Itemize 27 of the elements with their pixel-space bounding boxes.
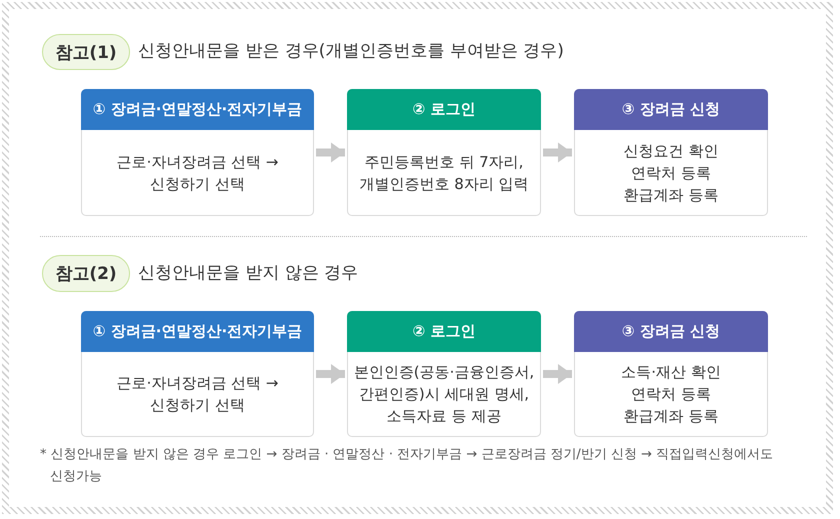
step-card [574, 311, 768, 437]
arrow [543, 364, 572, 384]
step-header: ② 로그인 [347, 89, 541, 130]
arrow [543, 142, 572, 162]
step-header: ① 장려금·연말정산·전자기부금 [81, 311, 314, 352]
step-description: 신청요건 확인 연락처 등록 환급계좌 등록 [622, 140, 720, 206]
arrow [316, 364, 345, 384]
step-description: 소득·재산 확인 연락처 등록 환급계좌 등록 [620, 362, 722, 427]
arrow [316, 142, 345, 162]
tag-pill: 참고(2) [42, 255, 130, 292]
step-card [81, 311, 314, 437]
step-description: 근로·자녀장려금 선택 → 신청하기 선택 [116, 152, 280, 194]
section-heading: 신청안내문을 받지 않은 경우 [138, 262, 358, 284]
step-header: ② 로그인 [347, 311, 541, 352]
section-heading: 신청안내문을 받은 경우(개별인증번호를 부여받은 경우) [138, 40, 564, 62]
step-header: ③ 장려금 신청 [574, 311, 768, 352]
step-description: 근로·자녀장려금 선택 → 신청하기 선택 [116, 373, 280, 416]
step-card [81, 89, 314, 216]
footnote: * 신청안내문을 받지 않은 경우 로그인 → 장려금 · 연말정산 · 전자기부금 → 근로장려금 정기/반기 신청 → 직접입력신청에서도 신청가능 [40, 446, 774, 486]
step-description: 본인인증(공동·금융인증서, 간편인증)시 세대원 명세, 소득자료 등 제공 [352, 362, 536, 427]
step-card [347, 311, 541, 437]
tag-pill: 참고(1) [42, 34, 130, 70]
step-description: 주민등록번호 뒤 7자리, 개별인증번호 8자리 입력 [358, 152, 530, 194]
step-header: ③ 장려금 신청 [574, 89, 768, 130]
step-card [347, 89, 541, 216]
step-header: ① 장려금·연말정산·전자기부금 [81, 89, 314, 130]
step-card [574, 89, 768, 216]
